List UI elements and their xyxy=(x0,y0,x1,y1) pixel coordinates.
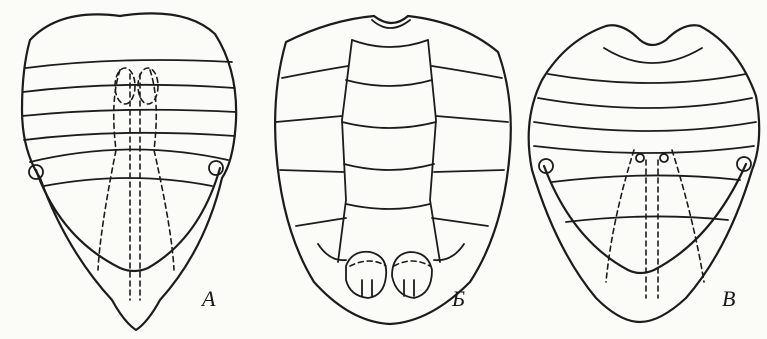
panel-b-center-seg-5 xyxy=(346,204,430,209)
panel-b-right-seg-3 xyxy=(434,170,504,172)
panel-b-center-seg-3 xyxy=(342,122,436,128)
panel-c-label: В xyxy=(722,286,735,311)
panel-b-left-seg-1 xyxy=(282,66,348,78)
panel-b-left-seg-4 xyxy=(296,218,346,226)
panel-c-gland-left xyxy=(636,154,644,162)
panel-b-center-seg-2 xyxy=(346,80,432,86)
panel-a-inner-arc-2 xyxy=(44,178,212,186)
panel-a-gland-right xyxy=(138,68,158,104)
panel-c-organ-left xyxy=(606,150,634,282)
panel-a-shoulder-line xyxy=(30,149,228,162)
panel-b-center-col-left xyxy=(338,40,352,262)
panel-b-right-seg-1 xyxy=(432,66,502,78)
panel-b-valve-ribs xyxy=(362,280,414,296)
panel-b-center-col-right xyxy=(428,40,440,262)
panel-c-segment-line-1 xyxy=(548,74,746,83)
panel-b-left-seg-3 xyxy=(280,170,344,172)
panel-a-organ-left xyxy=(98,70,120,270)
panel-a: А xyxy=(22,13,236,330)
panel-b-valve-left xyxy=(346,252,386,298)
panel-c: В xyxy=(529,25,760,322)
panel-b-center-seg-1 xyxy=(352,40,428,47)
panel-c-collar xyxy=(604,48,702,63)
panel-a-segment-line-1 xyxy=(26,60,232,68)
panel-b-valve-dash-left xyxy=(350,261,386,266)
panel-b-bottom-left xyxy=(318,244,346,260)
panel-a-organ-center xyxy=(130,74,140,300)
panel-b-label: Б xyxy=(451,286,465,311)
panel-a-segment-line-2 xyxy=(23,85,235,92)
panel-c-segment-line-4 xyxy=(534,146,754,153)
panel-b-valve-dash-right xyxy=(394,261,430,266)
panel-c-outline xyxy=(529,25,760,322)
panel-b-valve-right xyxy=(392,252,432,298)
panel-c-organ-center xyxy=(646,160,658,298)
panel-b: Б xyxy=(275,16,511,324)
panel-b-center-seg-4 xyxy=(344,164,434,170)
panel-a-segment-line-3 xyxy=(22,110,236,116)
panel-b-left-seg-2 xyxy=(276,116,342,122)
panel-c-gland-right xyxy=(660,154,668,162)
panel-a-organ-right xyxy=(150,70,174,270)
panel-b-right-seg-4 xyxy=(432,218,488,226)
panel-c-segment-line-3 xyxy=(534,122,756,131)
panel-a-label: А xyxy=(200,286,216,311)
panel-c-inner-arc-3 xyxy=(566,216,728,222)
panel-b-right-seg-2 xyxy=(436,116,508,122)
panel-c-segment-line-2 xyxy=(538,98,752,108)
